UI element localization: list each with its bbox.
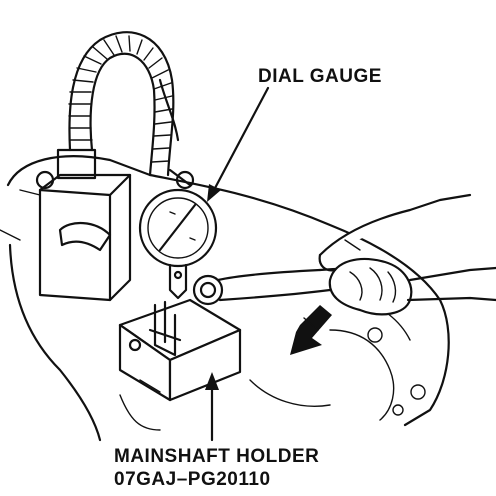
dial-gauge-label: DIAL GAUGE [258, 66, 382, 87]
dial-gauge [138, 168, 218, 300]
rotation-arrow [290, 305, 332, 355]
magnetic-base [19, 148, 132, 302]
dial-gauge-leader [207, 86, 270, 202]
wrench-and-hands [192, 193, 496, 316]
holder-name-label: MAINSHAFT HOLDER [114, 446, 320, 467]
holder-leader [205, 372, 219, 442]
holder-part-number-label: 07GAJ–PG20110 [114, 469, 271, 490]
flexible-arm [68, 31, 180, 177]
mainshaft-holder [118, 298, 242, 402]
